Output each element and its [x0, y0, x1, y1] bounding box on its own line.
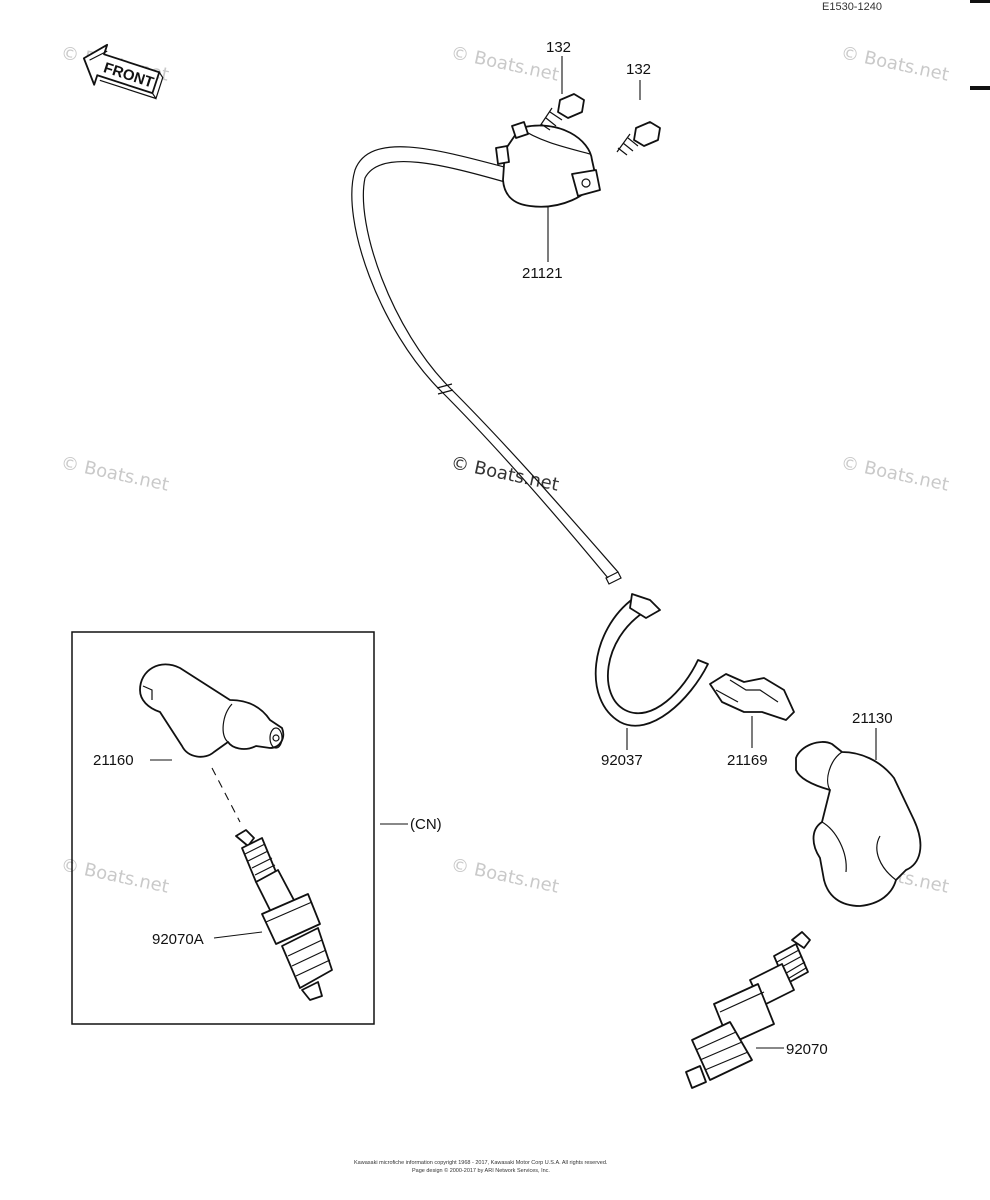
footer-line-1: Kawasaki microfiche information copyrigh…: [354, 1160, 608, 1166]
label-cap: 21130: [852, 710, 893, 727]
variant-note: (CN): [410, 816, 442, 833]
page-edge-mark: [970, 0, 990, 3]
band-92037: [594, 593, 709, 727]
label-bolt-b: 132: [626, 61, 651, 78]
watermark: © Boats.net: [59, 452, 171, 495]
label-bolt-a: 132: [546, 39, 571, 56]
label-clamp: 21169: [727, 752, 768, 769]
watermark: © Boats.net: [449, 854, 561, 897]
watermark: © Boats.net: [839, 452, 951, 495]
spark-plug-cap-boxed: [139, 663, 285, 758]
spark-plug: [685, 931, 811, 1089]
label-ignition-coil: 21121: [522, 265, 563, 282]
label-cap-boxed: 21160: [93, 752, 134, 769]
label-plug: 92070: [786, 1041, 828, 1058]
label-band: 92037: [601, 752, 643, 769]
label-plug-boxed: 92070A: [152, 931, 204, 948]
bolt-132-left: 132: [539, 39, 585, 131]
clamp-21169: [709, 673, 795, 721]
spark-plug-boxed: [235, 829, 333, 1001]
ignition-coil: [495, 121, 601, 208]
cn-variant-box: (CN) 21160 92070A: [71, 631, 442, 1025]
bolt-132-right: 132: [616, 61, 661, 156]
watermark: © Boats.net: [839, 42, 951, 85]
watermark: © Boats.net: [449, 42, 561, 85]
diagram-code: E1530-1240: [822, 1, 882, 13]
front-arrow: FRONT: [82, 43, 164, 100]
footer-line-2: Page design © 2000-2017 by ARI Network S…: [412, 1167, 550, 1174]
page-edge-mark: [970, 86, 990, 90]
spark-plug-cap: [795, 741, 922, 907]
high-tension-lead: [351, 146, 622, 585]
watermark: © Boats.net: [59, 854, 171, 897]
